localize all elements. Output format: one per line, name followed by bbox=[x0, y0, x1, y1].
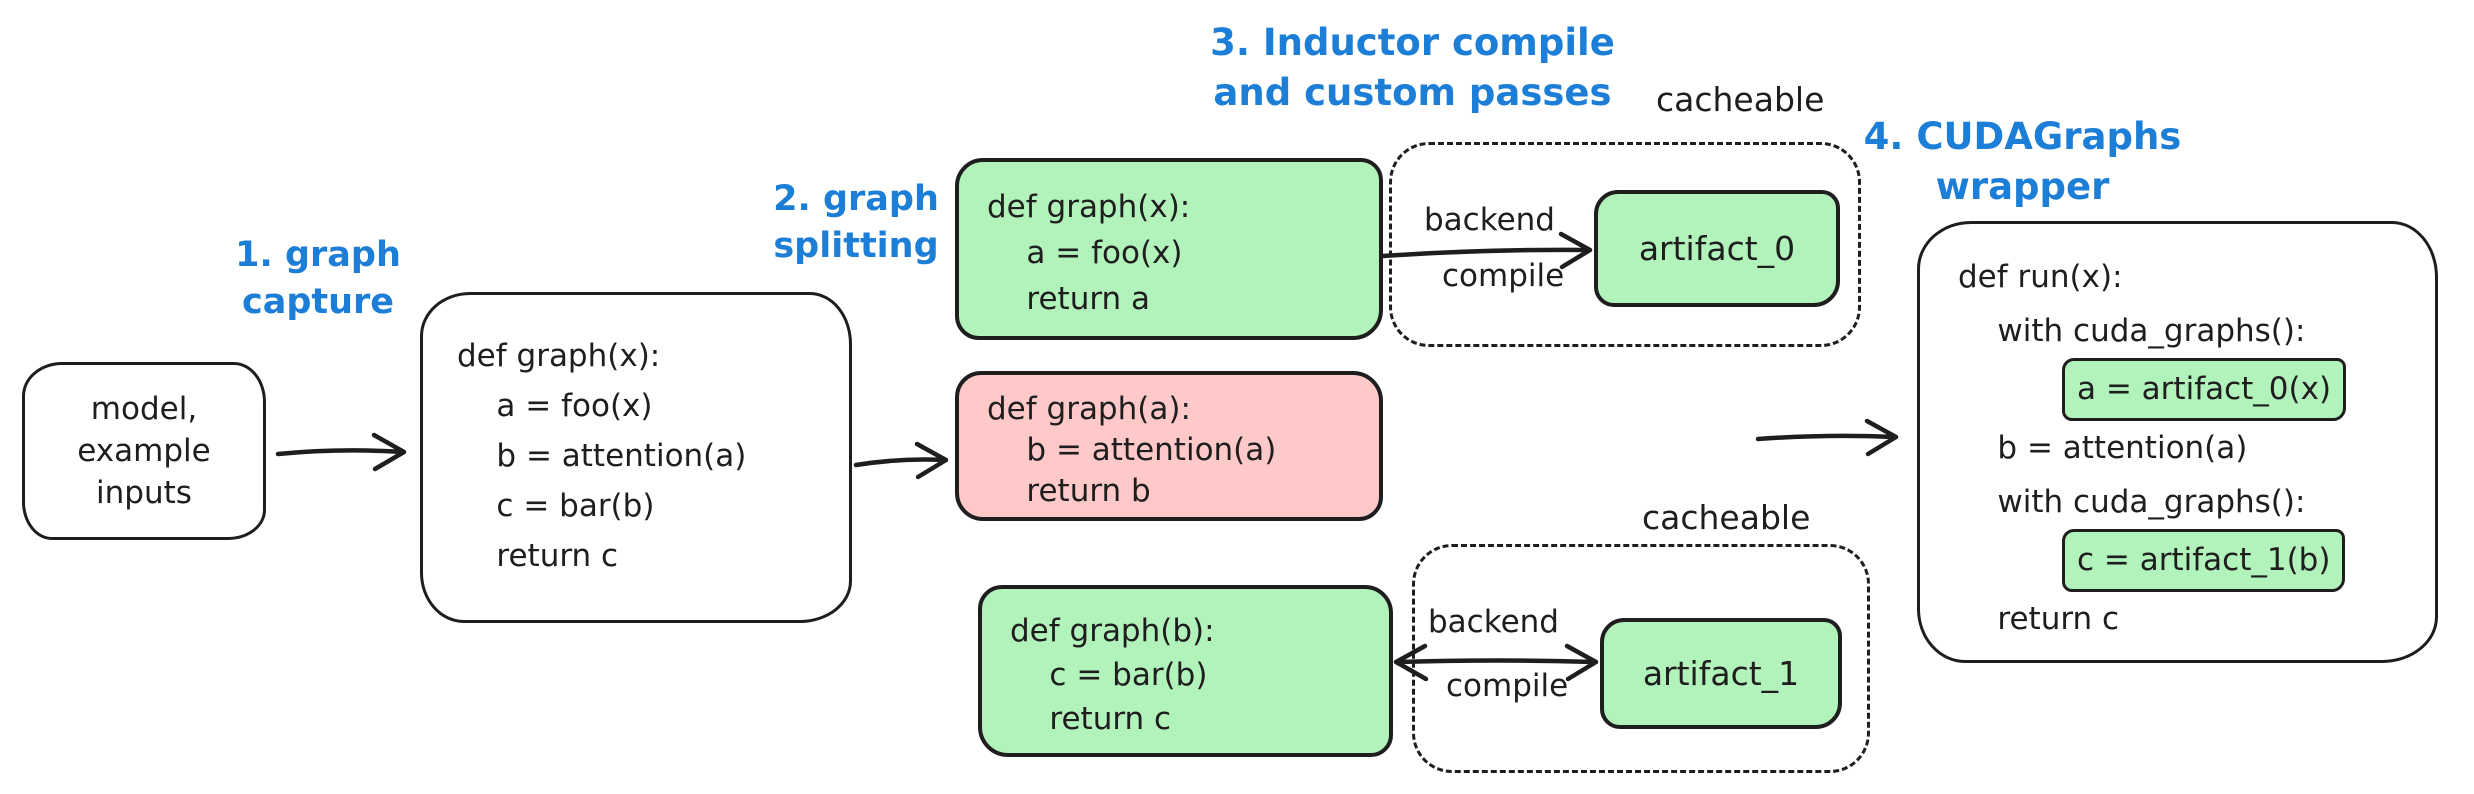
code-line: with cuda_graphs(): bbox=[1958, 313, 2306, 349]
code-line: a = foo(x) bbox=[457, 388, 653, 424]
code-line: def run(x): bbox=[1958, 259, 2123, 295]
code-line-highlighted: c = artifact_1(b) bbox=[1958, 529, 2435, 592]
code-line: with cuda_graphs(): bbox=[1958, 484, 2306, 520]
arrow-to-run-box bbox=[1755, 418, 1899, 457]
artifact-0-call-chip: a = artifact_0(x) bbox=[2062, 358, 2347, 421]
code-line: def graph(a): bbox=[987, 391, 1191, 427]
code-line: return c bbox=[1958, 601, 2120, 637]
cacheable-label-bottom: cacheable bbox=[1642, 498, 1811, 537]
artifact-0-box: artifact_0 bbox=[1594, 190, 1840, 307]
cudagraphs-run-box: def run(x): with cuda_graphs(): a = arti… bbox=[1917, 221, 2438, 663]
model-box-line: inputs bbox=[96, 475, 192, 511]
step1-label-line2: capture bbox=[241, 282, 395, 322]
code-line: def graph(x): bbox=[987, 189, 1191, 225]
step3-inductor-compile-label: 3. Inductor compile and custom passes bbox=[1180, 18, 1645, 118]
cacheable-label-top: cacheable bbox=[1656, 80, 1825, 119]
code-line-highlighted: a = artifact_0(x) bbox=[1958, 358, 2435, 421]
step3-label-line1: 3. Inductor compile bbox=[1210, 21, 1615, 64]
code-line: c = bar(b) bbox=[457, 488, 655, 524]
step2-graph-splitting-label: 2. graph splitting bbox=[752, 176, 960, 270]
artifact-1-call-chip: c = artifact_1(b) bbox=[2062, 529, 2346, 592]
artifact-1-box: artifact_1 bbox=[1600, 618, 1842, 729]
code-line: def graph(x): bbox=[457, 338, 661, 374]
arrow-model-to-graph bbox=[275, 432, 407, 472]
model-inputs-box: model, example inputs bbox=[22, 362, 266, 540]
step4-cudagraphs-wrapper-label: 4. CUDAGraphs wrapper bbox=[1855, 112, 2190, 212]
step2-label-line1: 2. graph bbox=[773, 179, 939, 219]
code-line: return b bbox=[987, 473, 1151, 509]
model-box-line: example bbox=[77, 433, 211, 469]
backend-compile-label-bottom-line1: backend bbox=[1428, 604, 1559, 640]
artifact-0-label: artifact_0 bbox=[1638, 229, 1796, 268]
backend-compile-label-bottom-line2: compile bbox=[1446, 668, 1569, 704]
split-graph-x-box: def graph(x): a = foo(x) return a bbox=[955, 158, 1383, 340]
step1-graph-capture-label: 1. graph capture bbox=[218, 232, 418, 326]
split-graph-a-box: def graph(a): b = attention(a) return b bbox=[955, 371, 1383, 521]
step4-label-line1: 4. CUDAGraphs bbox=[1863, 115, 2182, 158]
split-graph-b-box: def graph(b): c = bar(b) return c bbox=[978, 585, 1393, 757]
step4-label-line2: wrapper bbox=[1935, 165, 2110, 208]
code-line: return a bbox=[987, 281, 1151, 317]
code-line: return c bbox=[457, 538, 619, 574]
code-line: b = attention(a) bbox=[457, 438, 747, 474]
step1-label-line1: 1. graph bbox=[235, 235, 401, 275]
cacheable-region-top bbox=[1389, 142, 1861, 347]
artifact-1-label: artifact_1 bbox=[1642, 654, 1800, 693]
code-line: c = bar(b) bbox=[1010, 657, 1208, 693]
captured-graph-box: def graph(x): a = foo(x) b = attention(a… bbox=[420, 292, 852, 623]
step3-label-line2: and custom passes bbox=[1213, 71, 1612, 114]
code-line: b = attention(a) bbox=[987, 432, 1277, 468]
backend-compile-label-top-line2: compile bbox=[1442, 258, 1565, 294]
code-line: b = attention(a) bbox=[1958, 430, 2248, 466]
code-line: return c bbox=[1010, 701, 1172, 737]
code-line: def graph(b): bbox=[1010, 613, 1215, 649]
code-line: a = foo(x) bbox=[987, 235, 1183, 271]
model-box-line: model, bbox=[90, 391, 198, 427]
backend-compile-label-top-line1: backend bbox=[1424, 202, 1555, 238]
arrow-graph-to-splits bbox=[853, 441, 949, 480]
step2-label-line2: splitting bbox=[773, 226, 939, 266]
